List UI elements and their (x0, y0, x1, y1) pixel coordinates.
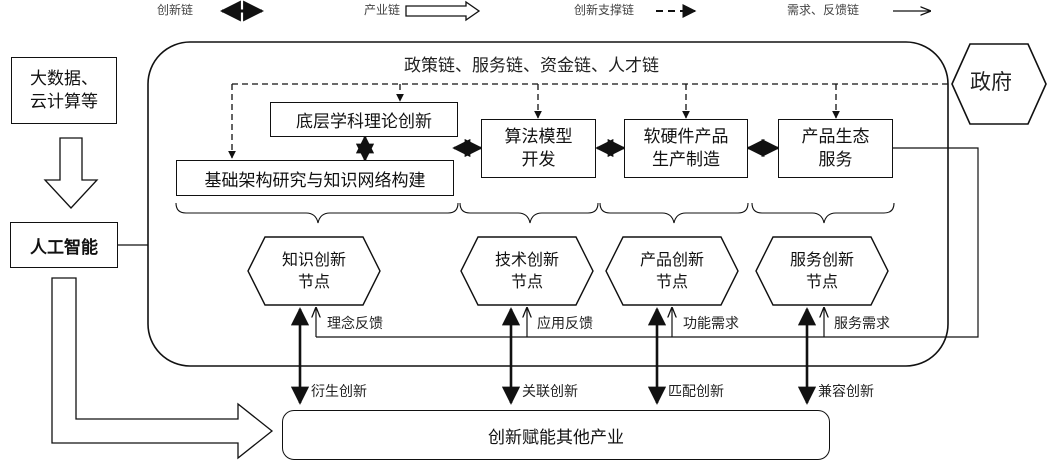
legend-industry-arrow (405, 0, 481, 22)
empower-industries-box: 创新赋能其他产业 (282, 410, 830, 460)
algorithm-line1: 算法模型 (504, 126, 573, 147)
feedback-label-application: 应用反馈 (537, 316, 593, 332)
technology-node-line1: 技术创新 (494, 250, 559, 270)
ai-box: 人工智能 (10, 222, 118, 268)
empower-industries-label: 创新赋能其他产业 (488, 427, 624, 448)
framework-label: 基础架构研究与知识网络构建 (204, 170, 426, 191)
legend-symbols (219, 0, 930, 22)
big-data-line2: 云计算等 (30, 91, 98, 112)
knowledge-node-hexagon (247, 236, 381, 306)
service-node: 服务创新 节点 (756, 237, 888, 305)
spillover-label-compatible: 兼容创新 (818, 384, 874, 400)
innovation-chain-arrows (355, 135, 780, 162)
service-node-line1: 服务创新 (789, 250, 854, 270)
service-node-hexagon (755, 236, 889, 306)
support-dashed-lines (228, 83, 952, 159)
spillover-label-associated: 关联创新 (522, 384, 578, 400)
basic-theory-label: 底层学科理论创新 (296, 112, 432, 132)
input-hollow-arrow (43, 137, 99, 209)
ecosystem-line2: 服务 (818, 149, 853, 170)
main-frame (147, 41, 949, 367)
service-node-line2: 节点 (805, 272, 838, 291)
product-node: 产品创新 节点 (606, 237, 738, 305)
hardware-box: 软硬件产品 生产制造 (624, 119, 748, 178)
spillover-label-derivative: 衍生创新 (311, 384, 367, 400)
big-data-cloud-box: 大数据、 云计算等 (11, 57, 117, 124)
policy-service-capital-talent-chains: 政策链、服务链、资金链、人才链 (404, 56, 659, 76)
spillover-arrows (290, 307, 817, 405)
product-node-hexagon (605, 236, 739, 306)
basic-theory-box: 底层学科理论创新 (270, 102, 458, 137)
legend-innovation-chain-label: 创新链 (157, 3, 194, 17)
spillover-label-matching: 匹配创新 (668, 384, 724, 400)
technology-node-line2: 节点 (510, 272, 543, 291)
hardware-line1: 软硬件产品 (643, 126, 729, 147)
algorithm-line2: 开发 (521, 149, 556, 170)
knowledge-node-line1: 知识创新 (281, 250, 346, 270)
ecosystem-line1: 产品生态 (801, 126, 870, 147)
ai-empower-arrow (51, 277, 274, 460)
grouping-braces (175, 202, 895, 224)
legend-industry-chain-label: 产业链 (364, 3, 401, 17)
product-node-line1: 产品创新 (639, 250, 704, 270)
feedback-label-concept: 理念反馈 (327, 316, 383, 332)
algorithm-box: 算法模型 开发 (481, 119, 596, 178)
knowledge-node: 知识创新 节点 (248, 237, 380, 305)
big-data-line1: 大数据、 (30, 69, 98, 90)
framework-box: 基础架构研究与知识网络构建 (176, 160, 454, 196)
hardware-line2: 生产制造 (652, 149, 720, 170)
feedback-label-function: 功能需求 (683, 316, 739, 332)
feedback-label-service: 服务需求 (834, 316, 890, 332)
knowledge-node-line2: 节点 (297, 272, 330, 291)
node-hexagons (247, 236, 889, 306)
technology-node: 技术创新 节点 (461, 237, 593, 305)
government-label: 政府 (970, 70, 1012, 94)
legend-support-chain-label: 创新支撑链 (574, 3, 635, 17)
ecosystem-box: 产品生态 服务 (778, 119, 893, 178)
feedback-arrows (316, 308, 824, 337)
technology-node-hexagon (460, 236, 594, 306)
product-node-line2: 节点 (655, 272, 688, 291)
legend-feedback-chain-label: 需求、反馈链 (787, 3, 860, 17)
ai-label: 人工智能 (30, 237, 98, 258)
feedback-main-line (316, 147, 979, 338)
government-hexagon (951, 43, 1047, 125)
